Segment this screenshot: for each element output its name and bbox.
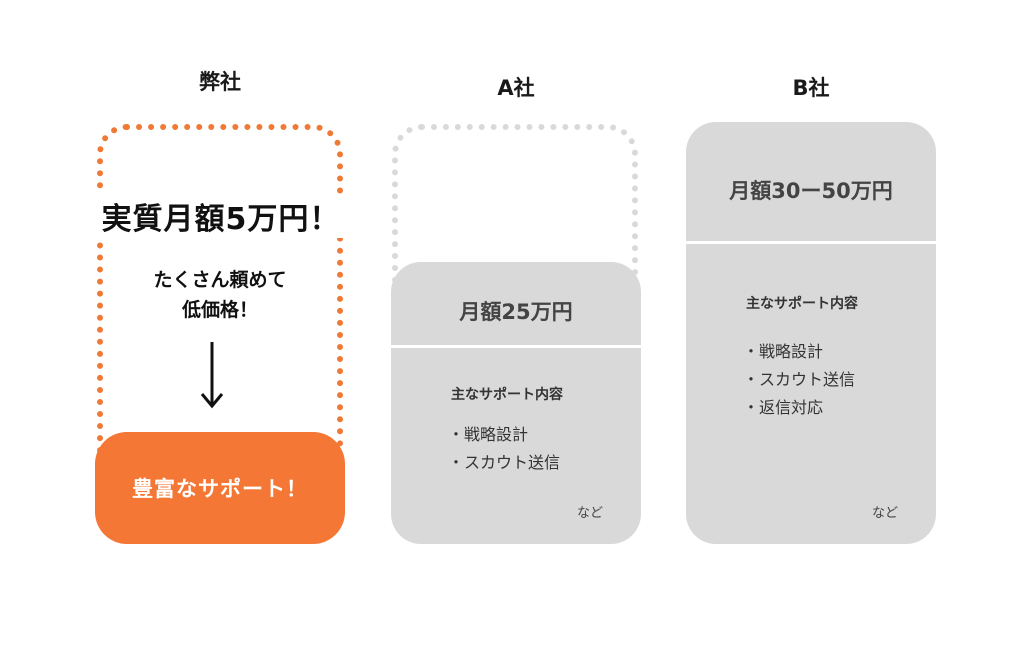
headline-price: 実質月額5万円！ xyxy=(86,194,356,238)
support-list-b: ・戦略設計 ・スカウト送信 ・返信対応 xyxy=(743,338,855,422)
list-item: ・スカウト送信 xyxy=(448,453,561,472)
price-a: 月額25万円 xyxy=(459,300,573,324)
list-item: ・スカウト送信 xyxy=(743,370,856,389)
subtitle-line-1: たくさん頼めて xyxy=(153,269,287,291)
column-title-b: B社 xyxy=(792,76,830,100)
divider-a xyxy=(391,345,641,348)
down-arrow-icon xyxy=(200,342,224,409)
divider-b xyxy=(686,241,936,244)
column-title-ours: 弊社 xyxy=(199,70,241,94)
support-title-a: 主なサポート内容 xyxy=(451,387,563,403)
subtitle: たくさん頼めて 低価格！ xyxy=(110,265,330,325)
etc-label-a: など xyxy=(576,506,603,521)
list-item: ・返信対応 xyxy=(743,398,824,417)
etc-label-b: など xyxy=(871,506,898,521)
subtitle-line-2: 低価格！ xyxy=(181,299,258,321)
support-title-b: 主なサポート内容 xyxy=(746,296,858,312)
list-item: ・戦略設計 xyxy=(448,425,529,444)
support-list-a: ・戦略設計 ・スカウト送信 xyxy=(448,421,560,477)
list-item: ・戦略設計 xyxy=(743,342,824,361)
rich-support-badge: 豊富なサポート！ xyxy=(95,432,345,544)
card-b: 月額30ー50万円 主なサポート内容 ・戦略設計 ・スカウト送信 ・返信対応 な… xyxy=(686,122,936,544)
price-b: 月額30ー50万円 xyxy=(729,179,893,203)
card-a: 月額25万円 主なサポート内容 ・戦略設計 ・スカウト送信 など xyxy=(391,262,641,544)
column-title-a: A社 xyxy=(497,76,535,100)
